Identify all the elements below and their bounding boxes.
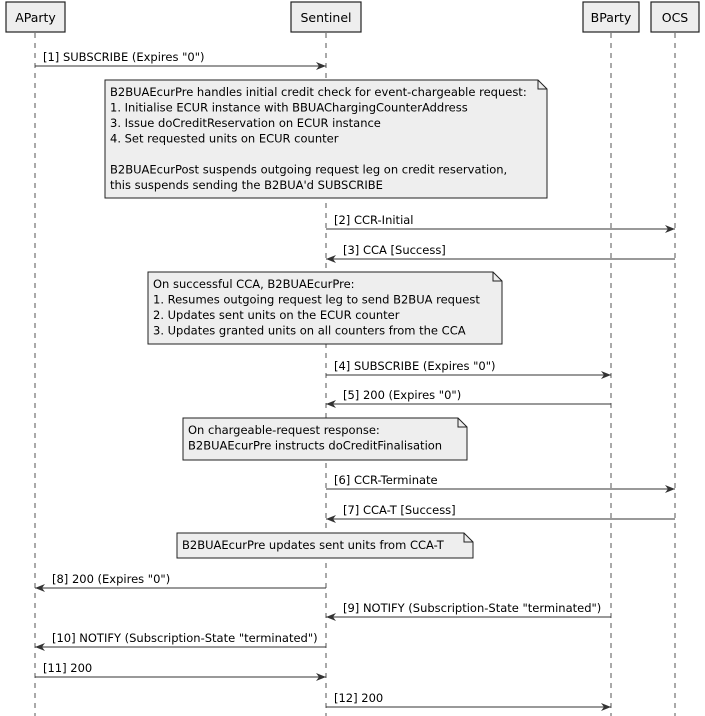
message-6: [6] CCR-Terminate (326, 473, 675, 493)
message-4: [4] SUBSCRIBE (Expires "0") (326, 359, 611, 379)
note-line: 1. Resumes outgoing request leg to send … (153, 293, 480, 307)
note-3: On chargeable-request response: B2BUAEcur… (182, 417, 468, 461)
message-label: [3] CCA [Success] (343, 243, 446, 257)
message-label: [12] 200 (334, 691, 383, 705)
note-4: B2BUAEcurPre updates sent units from CCA… (176, 532, 474, 559)
note-line: 2. Updates sent units on the ECUR counte… (153, 308, 400, 322)
message-5: [5] 200 (Expires "0") (326, 388, 611, 408)
note-1: B2BUAEcurPre handles initial credit chec… (104, 79, 548, 199)
note-fold (463, 533, 473, 543)
note-fold (537, 80, 547, 90)
participant-label: AParty (15, 10, 56, 25)
participant-box (650, 1, 700, 33)
message-label: [10] NOTIFY (Subscription-State "termina… (52, 631, 318, 645)
note-line: 3. Issue doCreditReservation on ECUR ins… (110, 116, 381, 130)
note-2: On successful CCA, B2BUAEcurPre: 1. Resum… (147, 271, 503, 345)
note-line: 3. Updates granted units on all counters… (153, 324, 466, 338)
note-fold (492, 272, 502, 282)
note-line: B2BUAEcurPost suspends outgoing request … (110, 163, 507, 177)
message-10: [10] NOTIFY (Subscription-State "termina… (35, 631, 326, 651)
message-11: [11] 200 (35, 661, 326, 681)
message-label: [9] NOTIFY (Subscription-State "terminat… (343, 601, 601, 615)
participant-aparty: AParty (5, 1, 66, 33)
note-line: On successful CCA, B2BUAEcurPre: (153, 277, 355, 291)
message-label: [7] CCA-T [Success] (343, 503, 456, 517)
message-9: [9] NOTIFY (Subscription-State "terminat… (326, 601, 611, 621)
message-7: [7] CCA-T [Success] (326, 503, 675, 523)
message-label: [2] CCR-Initial (334, 213, 414, 227)
message-label: [6] CCR-Terminate (334, 473, 438, 487)
note-box (147, 271, 503, 345)
note-box (176, 532, 474, 559)
note-box (104, 79, 548, 199)
participant-label: BParty (591, 10, 632, 25)
note-line: 4. Set requested units on ECUR counter (110, 132, 339, 146)
participant-sentinel: Sentinel (290, 1, 362, 33)
participant-ocs: OCS (650, 1, 700, 33)
participant-box (582, 1, 640, 33)
message-label: [8] 200 (Expires "0") (52, 572, 170, 586)
participant-box (290, 1, 362, 33)
message-3: [3] CCA [Success] (326, 243, 675, 263)
note-line: 1. Initialise ECUR instance with BBUACha… (110, 101, 468, 115)
participant-label: OCS (662, 10, 689, 25)
note-line: B2BUAEcurPre instructs doCreditFinalisat… (188, 439, 442, 453)
note-line: On chargeable-request response: (188, 423, 380, 437)
message-2: [2] CCR-Initial (326, 213, 675, 233)
participant-label: Sentinel (300, 10, 351, 25)
message-label: [5] 200 (Expires "0") (343, 388, 461, 402)
note-line: B2BUAEcurPre updates sent units from CCA… (182, 538, 445, 552)
message-label: [4] SUBSCRIBE (Expires "0") (334, 359, 496, 373)
message-8: [8] 200 (Expires "0") (35, 572, 326, 592)
message-1: [1] SUBSCRIBE (Expires "0") (35, 50, 326, 70)
participant-box (5, 1, 66, 33)
note-box (182, 417, 468, 461)
note-line: this suspends sending the B2BUA'd SUBSCR… (110, 178, 383, 192)
message-12: [12] 200 (326, 691, 611, 711)
note-line: B2BUAEcurPre handles initial credit chec… (110, 85, 527, 99)
message-label: [11] 200 (43, 661, 92, 675)
note-fold (457, 418, 467, 428)
participant-bparty: BParty (582, 1, 640, 33)
message-label: [1] SUBSCRIBE (Expires "0") (43, 50, 205, 64)
